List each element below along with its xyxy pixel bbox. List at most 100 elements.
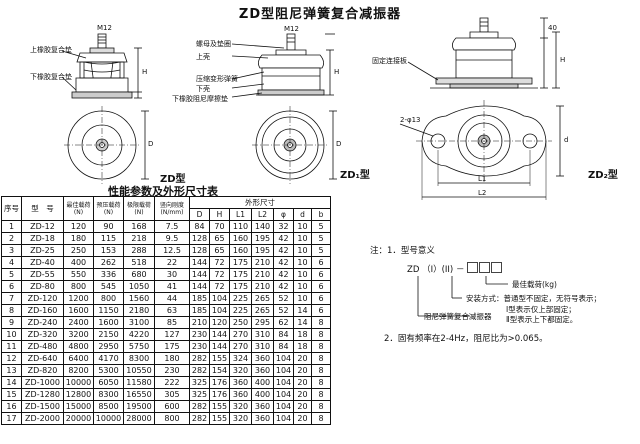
table-cell: 72: [209, 256, 230, 269]
table-cell: 10000: [63, 376, 94, 389]
code-box: [467, 262, 479, 273]
zd2-plan-view: [399, 100, 564, 200]
table-cell: 400: [251, 388, 274, 401]
table-cell: ZD-1280: [21, 388, 64, 401]
table-cell: 175: [229, 268, 252, 281]
table-cell: 9: [1, 316, 22, 329]
table-cell: 6: [310, 256, 332, 269]
label-dim-l2: L2: [478, 189, 487, 197]
table-cell: 6: [310, 280, 332, 293]
table-cell: 800: [154, 412, 190, 425]
table-cell: 518: [123, 256, 155, 269]
table-cell: 120: [63, 220, 94, 233]
table-cell: 160: [229, 232, 252, 245]
code-dash: －: [455, 265, 465, 275]
table-cell: 144: [189, 280, 210, 293]
table-cell: 5300: [93, 364, 124, 377]
table-cell: 104: [273, 412, 294, 425]
table-cell: ZD-12: [21, 220, 64, 233]
table-cell: 176: [209, 388, 230, 401]
table-cell: 8: [310, 352, 332, 365]
table-cell: 320: [229, 364, 252, 377]
col-header-dim-0: D: [189, 208, 210, 221]
table-cell: 295: [251, 316, 274, 329]
label-type-zd2: ZD₂型: [588, 170, 618, 181]
label-spring: 压缩变形弹簧: [196, 75, 238, 83]
table-cell: 17: [1, 412, 22, 425]
table-cell: 262: [93, 256, 124, 269]
label-dim-h-right: H: [560, 56, 566, 64]
col-header-dim-3: L2: [251, 208, 274, 221]
label-m12-left: M12: [97, 24, 112, 32]
table-cell: 7.5: [154, 220, 190, 233]
table-cell: 1200: [63, 292, 94, 305]
table-cell: 4170: [93, 352, 124, 365]
table-cell: 16550: [123, 388, 155, 401]
table-cell: 42: [273, 232, 294, 245]
table-cell: 154: [209, 364, 230, 377]
zd2-elevation-view: [407, 17, 560, 89]
table-cell: 210: [251, 280, 274, 293]
label-dim-l1: L1: [478, 175, 487, 183]
table-cell: 20: [293, 352, 312, 365]
table-cell: 1560: [123, 292, 155, 305]
table-cell: 325: [189, 376, 210, 389]
table-cell: 10550: [123, 364, 155, 377]
table-cell: 104: [209, 304, 230, 317]
table-cell: 4220: [123, 328, 155, 341]
table-cell: 680: [123, 268, 155, 281]
table-cell: 12: [1, 352, 22, 365]
table-cell: 65: [209, 232, 230, 245]
table-cell: 12800: [63, 388, 94, 401]
table-cell: 225: [229, 292, 252, 305]
table-cell: 250: [229, 316, 252, 329]
table-cell: 10: [293, 268, 312, 281]
table-cell: 20: [293, 388, 312, 401]
table-cell: 3: [1, 244, 22, 257]
table-cell: 265: [251, 304, 274, 317]
table-cell: 14: [293, 316, 312, 329]
page-title: ZD型阻尼弹簧复合减振器: [238, 7, 402, 22]
label-dim-d-right: d: [564, 136, 569, 144]
table-cell: 210: [189, 316, 210, 329]
table-cell: 800: [63, 280, 94, 293]
table-cell: 168: [123, 220, 155, 233]
table-cell: 13: [1, 364, 22, 377]
table-cell: 84: [273, 328, 294, 341]
table-cell: ZD-40: [21, 256, 64, 269]
table-cell: 104: [273, 364, 294, 377]
table-cell: 6: [310, 304, 332, 317]
table-cell: 1600: [63, 304, 94, 317]
table-cell: 104: [273, 388, 294, 401]
table-cell: 19500: [123, 400, 155, 413]
table-cell: 120: [209, 316, 230, 329]
table-cell: 310: [251, 328, 274, 341]
table-cell: 10: [293, 220, 312, 233]
note-install-ii: Ⅱ型表示上下都固定。: [506, 315, 578, 324]
table-cell: 6400: [63, 352, 94, 365]
table-cell: 600: [154, 400, 190, 413]
label-dim-h-middle: H: [334, 68, 340, 76]
table-cell: 1050: [123, 280, 155, 293]
table-cell: 144: [209, 340, 230, 353]
table-cell: 41: [154, 280, 190, 293]
table-cell: 288: [123, 244, 155, 257]
table-cell: 104: [273, 400, 294, 413]
table-cell: 20: [293, 376, 312, 389]
table-cell: 1150: [93, 304, 124, 317]
table-cell: 32: [273, 220, 294, 233]
table-cell: 8: [310, 316, 332, 329]
label-type-zd1: ZD₁型: [340, 170, 370, 181]
table-cell: 18: [293, 328, 312, 341]
table-cell: 320: [229, 400, 252, 413]
